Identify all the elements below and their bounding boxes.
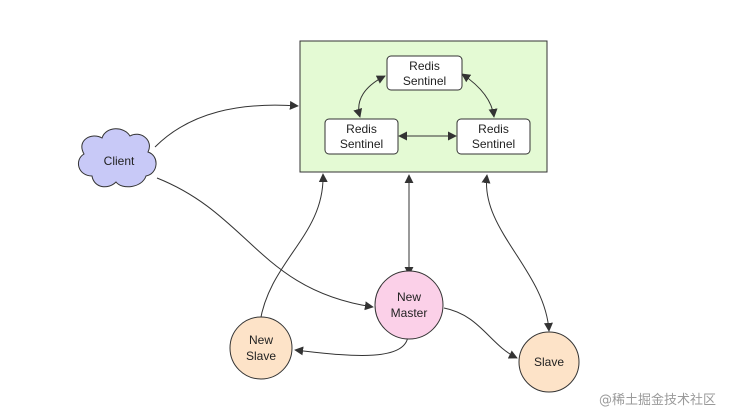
svg-text:Redis: Redis [409,59,440,73]
cloud-shape [77,128,157,188]
svg-text:Slave: Slave [246,349,276,363]
edge-new-master-to-new-slave [294,332,409,356]
client-node: Client [77,128,157,188]
edge-sentinel-top-right [461,73,498,118]
sentinel-right-node: Redis Sentinel [456,118,531,155]
svg-text:Sentinel: Sentinel [472,137,515,151]
new-slave-node: New Slave [229,316,293,380]
edge-sentinel-top-left [353,75,386,118]
sentinel-left-node: Redis Sentinel [324,118,399,155]
svg-text:Redis: Redis [478,122,509,136]
svg-text:Sentinel: Sentinel [403,74,446,88]
svg-text:Client: Client [104,154,135,168]
svg-text:Redis: Redis [346,122,377,136]
watermark: @稀土掘金技术社区 [599,392,716,408]
svg-text:Slave: Slave [534,355,564,369]
svg-text:New: New [397,290,421,304]
edge-new-master-to-slave [443,307,518,359]
new-master-node: New Master [374,270,444,340]
svg-text:New: New [249,333,273,347]
svg-text:Master: Master [391,306,428,320]
edge-client-to-new-master [156,177,374,311]
edge-cluster-slave [481,174,553,332]
slave-node: Slave [518,331,580,393]
edge-client-to-cluster [154,100,299,148]
edge-new-slave-to-cluster [259,173,328,323]
svg-text:Sentinel: Sentinel [340,137,383,151]
sentinel-top-node: Redis Sentinel [386,55,463,91]
